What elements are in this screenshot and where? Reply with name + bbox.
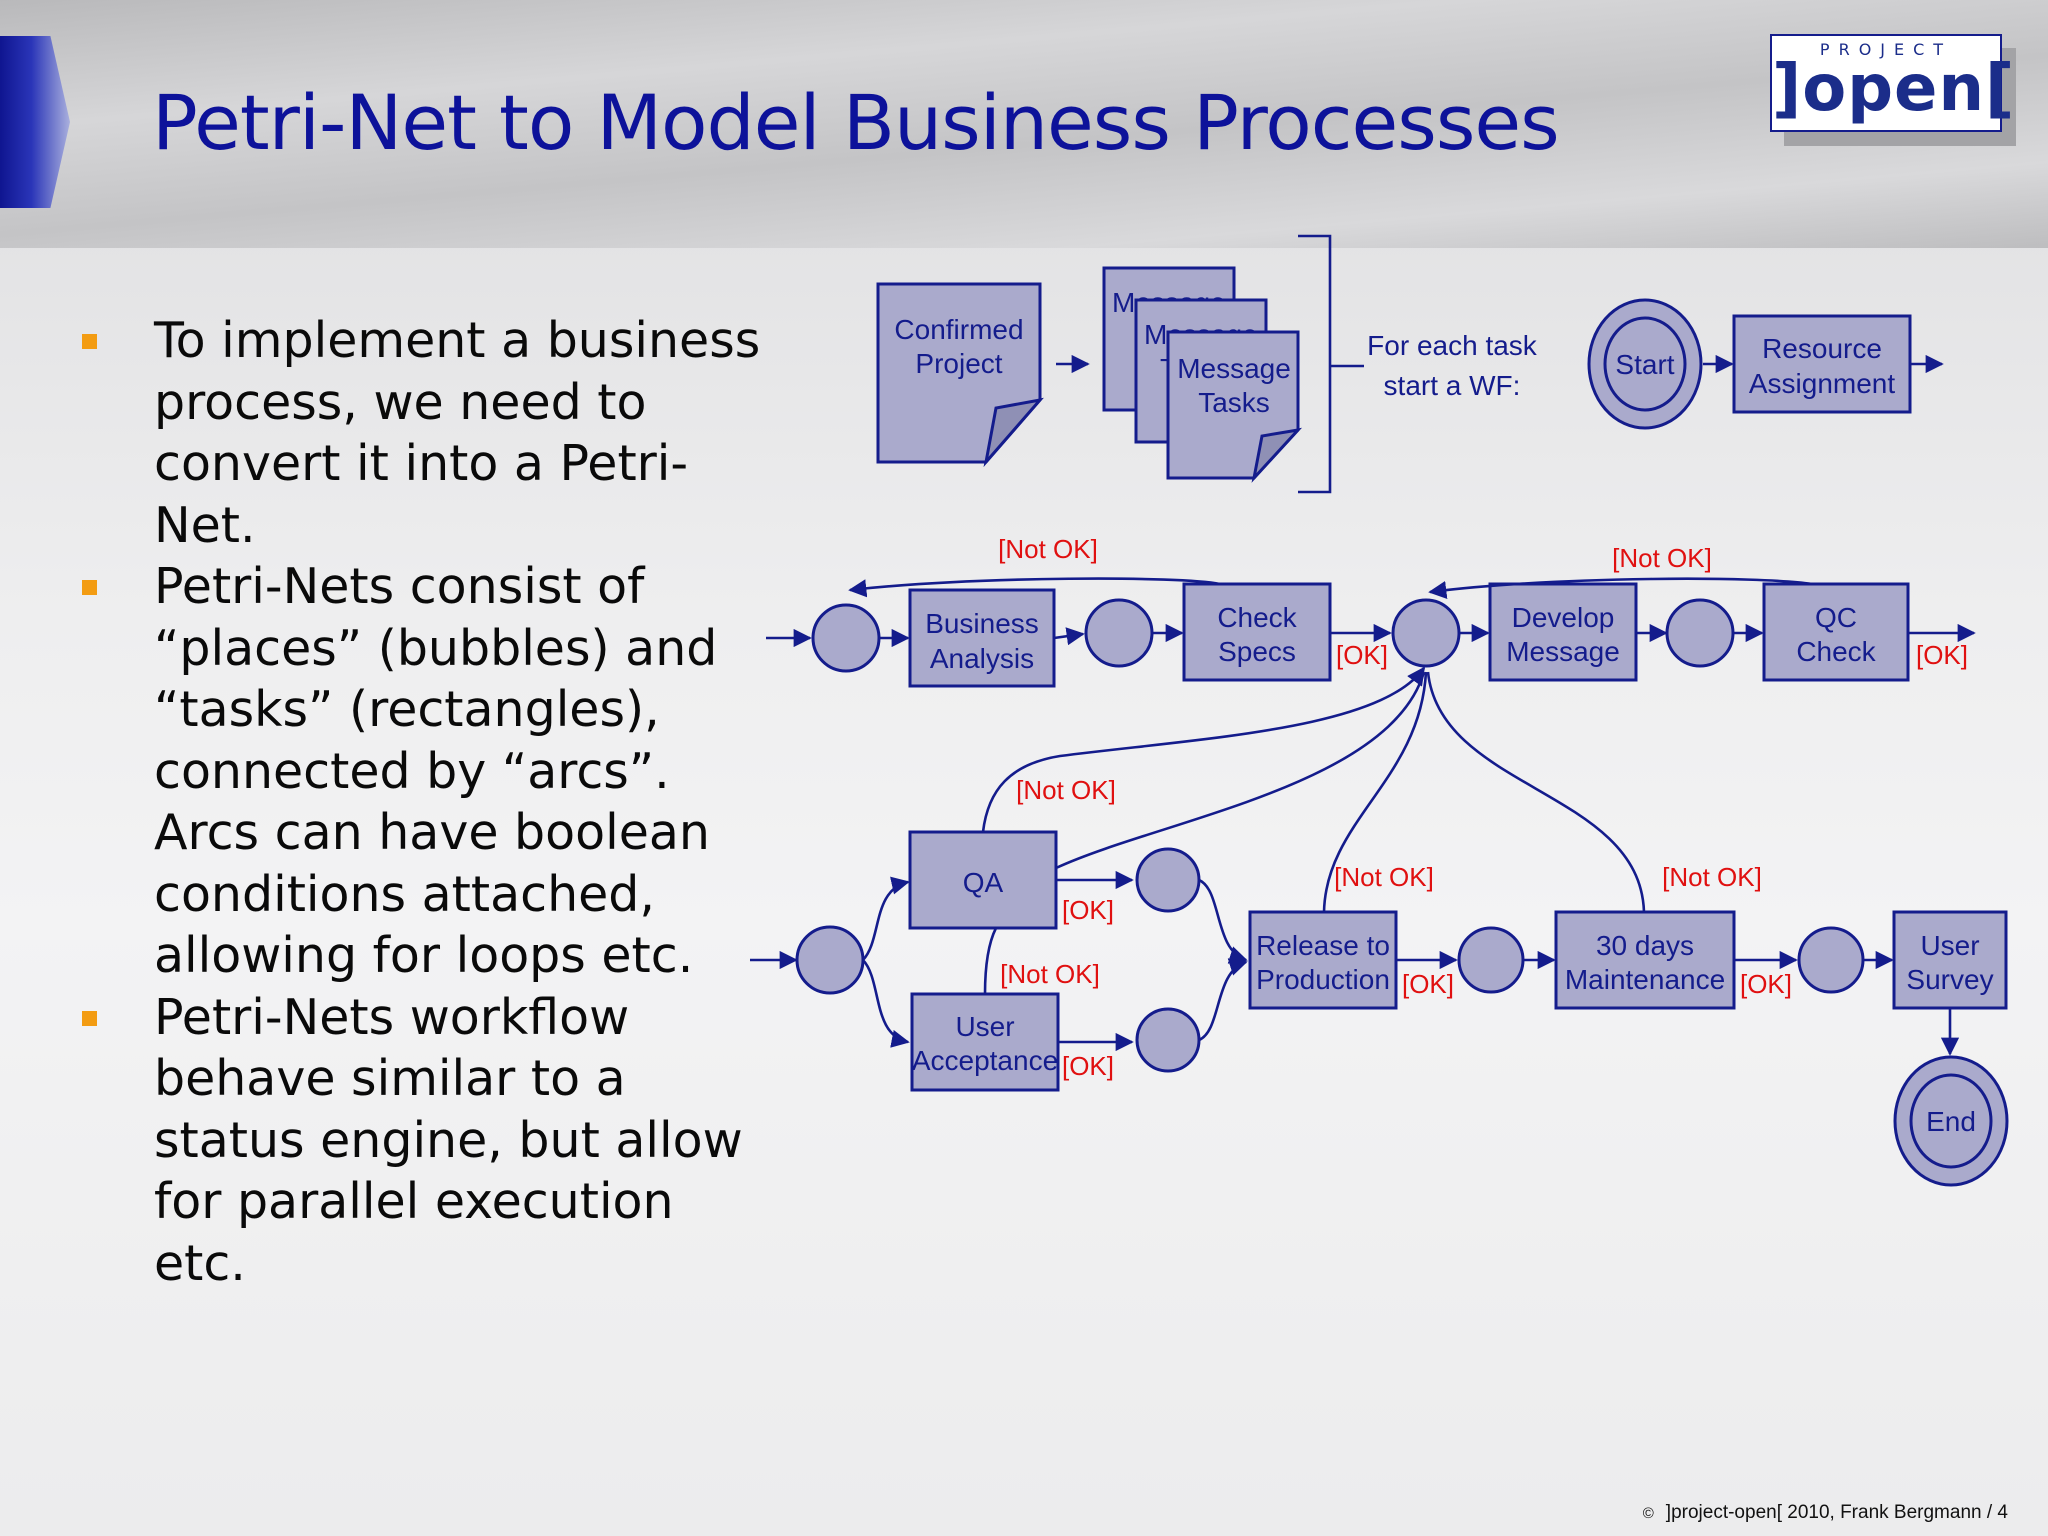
end-place: End [1893, 1055, 2009, 1187]
copyright-icon: © [1642, 1505, 1654, 1522]
not-ok-label: [Not OK] [1016, 775, 1116, 805]
place-circle [1135, 847, 1201, 913]
loop-arc [1426, 671, 1646, 913]
ok-label: [OK] [1062, 1051, 1114, 1081]
resource-assignment-label-2: Assignment [1749, 368, 1896, 399]
footer-text: ]project-open[ 2010, Frank Bergmann / 4 [1665, 1502, 2008, 1523]
place-circle [1391, 598, 1461, 668]
bullet-text: To implement a business process, we need… [154, 312, 761, 554]
for-each-label-1: For each task [1367, 330, 1538, 361]
loop-arc [1428, 577, 1813, 600]
user-survey-task: User Survey [1892, 910, 2008, 1010]
not-ok-label: [Not OK] [998, 534, 1098, 564]
user-survey-label-1: User [1920, 930, 1979, 961]
ok-label: [OK] [1916, 640, 1968, 670]
slide-title: Petri-Net to Model Business Processes [152, 78, 1560, 167]
qc-check-label-1: QC [1815, 602, 1857, 633]
release-label-2: Production [1256, 964, 1390, 995]
bullet-marker-icon [82, 334, 97, 349]
ok-label: [OK] [1336, 640, 1388, 670]
not-ok-label: [Not OK] [1334, 862, 1434, 892]
qa-task: QA [908, 830, 1058, 930]
release-to-production-task: Release to Production [1248, 910, 1398, 1010]
qc-check-label-2: Check [1796, 636, 1876, 667]
develop-message-label-2: Message [1506, 636, 1620, 667]
place-circle [1665, 598, 1735, 668]
user-survey-label-2: Survey [1906, 964, 1993, 995]
user-acceptance-label-1: User [955, 1011, 1014, 1042]
qa-label: QA [963, 867, 1004, 898]
arc [1198, 878, 1248, 964]
place-circle [1797, 926, 1865, 994]
user-acceptance-label-2: Acceptance [912, 1045, 1058, 1076]
for-each-bracket [1298, 234, 1364, 494]
logo-wordmark: ]open[ [1772, 52, 2016, 126]
business-analysis-label-1: Business [925, 608, 1039, 639]
loop-arc [1322, 671, 1428, 913]
not-ok-label: [Not OK] [1662, 862, 1762, 892]
not-ok-label: [Not OK] [1612, 543, 1712, 573]
arc [1053, 627, 1085, 646]
confirmed-project-label-2: Project [915, 348, 1002, 379]
place-circle [1457, 926, 1525, 994]
message-tasks-label-1: Message [1177, 353, 1291, 384]
for-each-label-2: start a WF: [1384, 370, 1521, 401]
confirmed-project-document: Confirmed Project [876, 282, 1044, 468]
business-analysis-task: Business Analysis [908, 588, 1056, 688]
bullet-marker-icon [82, 580, 97, 595]
slide-header: Petri-Net to Model Business Processes PR… [0, 0, 2048, 248]
loop-arc [848, 577, 1221, 598]
place-circle [1084, 598, 1154, 668]
bullet-item: Petri-Nets consist of “places” (bubbles)… [74, 556, 774, 987]
place-circle [811, 603, 881, 673]
bullet-item: To implement a business process, we need… [74, 310, 774, 556]
maintenance-label-2: Maintenance [1565, 964, 1725, 995]
develop-message-label-1: Develop [1512, 602, 1615, 633]
bullet-item: Petri-Nets workflow behave similar to a … [74, 987, 774, 1295]
ok-label: [OK] [1062, 895, 1114, 925]
maintenance-label-1: 30 days [1596, 930, 1694, 961]
arc [1198, 958, 1248, 1042]
arc [862, 876, 910, 961]
resource-assignment-label-1: Resource [1762, 333, 1882, 364]
loop-arc [1055, 671, 1426, 870]
bullet-marker-icon [82, 1010, 97, 1026]
business-analysis-label-2: Analysis [930, 643, 1034, 674]
ok-label: [OK] [1740, 969, 1792, 999]
check-specs-task: Check Specs [1182, 582, 1332, 682]
end-label: End [1926, 1106, 1976, 1137]
start-place: Start [1587, 298, 1703, 430]
qc-check-task: QC Check [1762, 582, 1910, 682]
message-tasks-stack: Message T Message T Message Tasks [1102, 266, 1303, 483]
place-circle [795, 925, 865, 995]
ok-label: [OK] [1402, 969, 1454, 999]
arc [862, 959, 910, 1048]
resource-assignment-task: Resource Assignment [1732, 314, 1912, 414]
start-label: Start [1615, 349, 1674, 380]
bullet-list: To implement a business process, we need… [74, 310, 774, 1294]
logo-tagline: PROJECT [1819, 40, 1953, 59]
bullet-text: Petri-Nets consist of “places” (bubbles)… [154, 558, 718, 984]
slide-footer: © ]project-open[ 2010, Frank Bergmann / 4 [1643, 1502, 2008, 1524]
user-acceptance-task: User Acceptance [910, 992, 1060, 1092]
loop-arc [983, 927, 998, 995]
loop-arc [981, 666, 1426, 833]
maintenance-task: 30 days Maintenance [1554, 910, 1736, 1010]
bullet-text: Petri-Nets workflow behave similar to a … [154, 988, 743, 1292]
check-specs-label-2: Specs [1218, 636, 1296, 667]
project-open-logo: PROJECT ]open[ [1770, 34, 2016, 132]
place-circle [1135, 1007, 1201, 1073]
check-specs-label-1: Check [1217, 602, 1297, 633]
confirmed-project-label-1: Confirmed [894, 314, 1023, 345]
message-tasks-label-2: Tasks [1198, 387, 1270, 418]
release-label-1: Release to [1256, 930, 1390, 961]
not-ok-label: [Not OK] [1000, 959, 1100, 989]
develop-message-task: Develop Message [1488, 582, 1638, 682]
